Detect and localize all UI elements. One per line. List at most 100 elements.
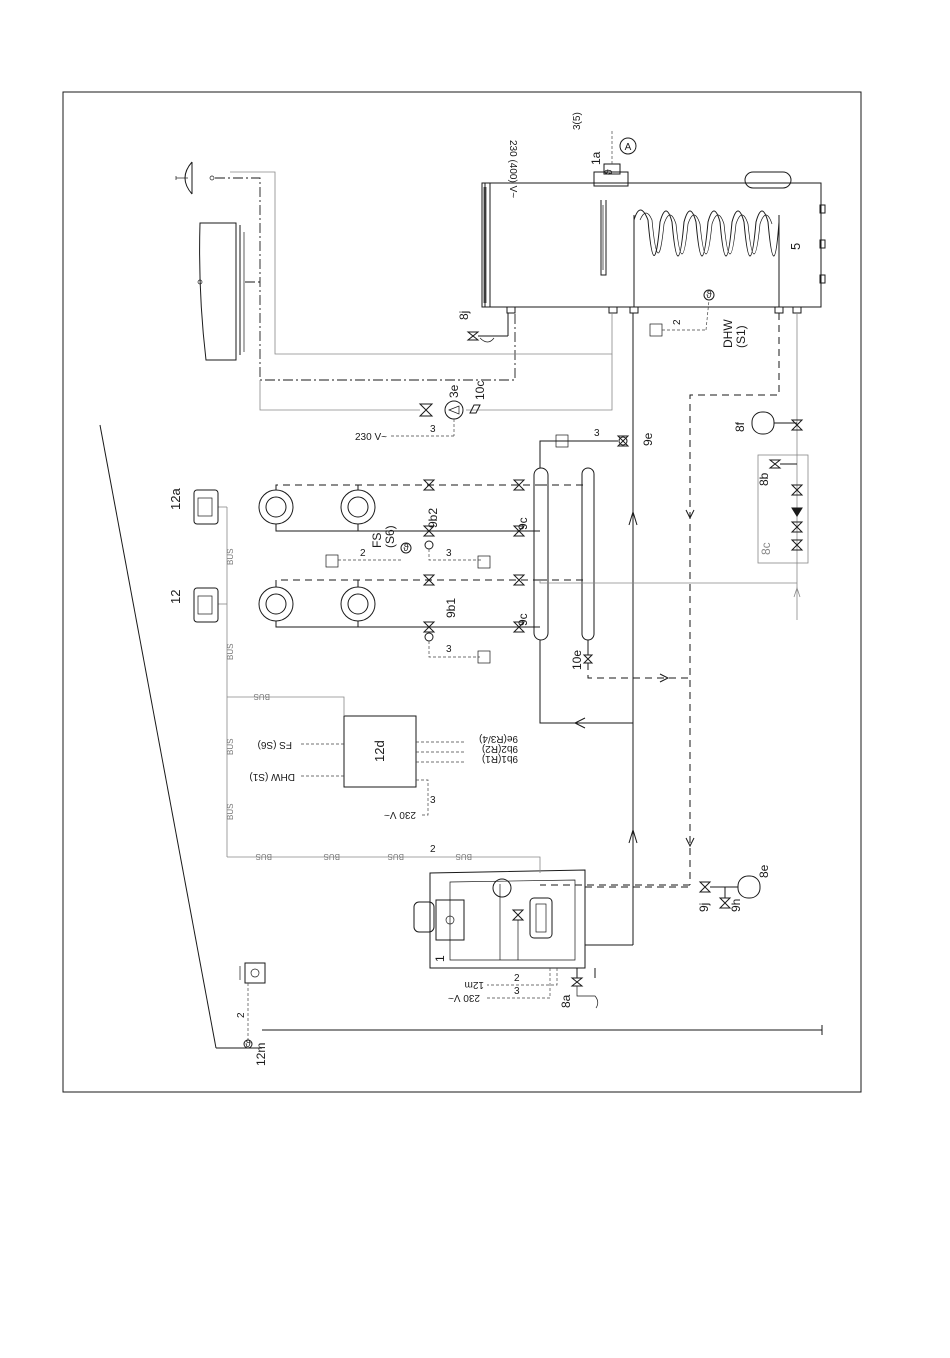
cylinder-label: 5	[788, 243, 803, 250]
dhw-sensor-code: (S1)	[734, 325, 748, 348]
flow-pipe	[540, 640, 633, 723]
outdoor-sensor-label: 12m	[254, 1043, 268, 1066]
cylinder-return	[690, 313, 779, 885]
valve-icon	[420, 404, 432, 416]
circuit2-flow	[276, 524, 540, 531]
inspection-flange	[745, 172, 791, 188]
safety-group-label: 8b	[757, 472, 771, 486]
pump-supply-label: 230 V~	[355, 432, 387, 443]
bus-label: BUS	[226, 804, 235, 820]
washbasin-icon	[176, 162, 214, 194]
fs-label: FS	[370, 533, 384, 548]
heater-wire-count: 3(5)	[572, 112, 583, 130]
module-dhw-label: DHW (S1)	[249, 771, 295, 782]
svg-text:3: 3	[446, 548, 452, 559]
non-return-label: 10c	[473, 381, 487, 400]
bus-label: BUS	[456, 852, 472, 861]
return-to-boiler	[588, 663, 690, 678]
fs-terminal	[326, 555, 338, 567]
valve-9c-lower-label: 9c	[516, 613, 530, 626]
svg-text:2: 2	[430, 844, 436, 855]
circulation-pump: 3e 10c	[420, 381, 487, 419]
dhw-terminal	[650, 324, 662, 336]
svg-text:2: 2	[360, 548, 366, 559]
dhw-sensor-label: DHW	[721, 319, 735, 348]
boiler-supply-label: 230 V~	[448, 992, 480, 1003]
module-out-1: 9e(R3/4)	[479, 733, 518, 744]
svg-text:3: 3	[430, 795, 436, 806]
boiler: 1	[414, 870, 585, 968]
bus-label: BUS	[226, 549, 235, 565]
svg-text:ϑ: ϑ	[604, 169, 615, 175]
non-return-icon	[470, 405, 480, 413]
svg-text:2: 2	[514, 973, 520, 984]
diverter-label: 9e	[641, 432, 655, 446]
heating-vessel-label: 8e	[757, 864, 771, 878]
room-control-12a: 12a	[168, 488, 218, 524]
bus-label: BUS	[226, 644, 235, 660]
safety-valve-label: 8j	[457, 311, 471, 320]
circuit1-flow	[276, 621, 540, 627]
valve-10e-label: 10e	[570, 650, 584, 670]
room-control-12: 12	[168, 588, 218, 622]
bus-label: BUS	[226, 739, 235, 755]
radiator-icon	[341, 587, 375, 621]
svg-text:3: 3	[446, 644, 452, 655]
boiler-pump-icon	[493, 879, 511, 897]
return-header	[582, 468, 594, 640]
mixer-2: 9b2 3	[424, 508, 490, 568]
cylinder: ϑ ϑ 5	[482, 164, 825, 313]
svg-text:2: 2	[236, 1012, 247, 1018]
room-control-2-label: 12a	[168, 488, 183, 510]
valve-icon	[513, 910, 523, 920]
expansion-vessel-heating: 9j 9h 8e	[697, 864, 771, 912]
room-control-1-label: 12	[168, 590, 183, 604]
radiator-group	[259, 490, 375, 621]
mixer-1: 9b1 3	[424, 598, 490, 663]
module-out-3: 9b1(R1)	[482, 753, 518, 764]
radiator-icon	[259, 490, 293, 524]
svg-text:3: 3	[594, 428, 600, 439]
safety-group-icon	[770, 460, 780, 468]
module-label: 12d	[372, 740, 387, 762]
valve-9j-label: 9j	[697, 903, 711, 912]
cold-water-group-label: 8c	[759, 542, 773, 555]
pump-label: 3e	[447, 384, 461, 398]
valve-10e	[584, 655, 592, 663]
safety-valve-cylinder: 8j	[457, 311, 508, 342]
radiator-icon	[341, 490, 375, 524]
marker-a-label: A	[625, 142, 632, 153]
svg-text:ϑ: ϑ	[403, 543, 409, 554]
heater-label: 1a	[589, 151, 603, 165]
hot-water-pipe	[215, 178, 515, 380]
outdoor-sensor: ϑ 2 12m	[236, 963, 268, 1066]
valve-9h-label: 9h	[729, 899, 743, 912]
bus-label: BUS	[256, 852, 272, 861]
module-fs-label: FS (S6)	[258, 739, 292, 750]
svg-text:ϑ: ϑ	[706, 290, 712, 301]
safety-valve-boiler: 8a	[559, 968, 598, 1008]
module-supply-label: 230 V~	[384, 809, 416, 820]
boiler-label: 1	[433, 955, 447, 962]
svg-text:3: 3	[430, 424, 436, 435]
valve-9j-icon	[700, 882, 710, 892]
dhw-vessel-label: 8f	[733, 421, 747, 432]
bus-label: BUS	[388, 852, 404, 861]
flue-icon	[414, 902, 434, 932]
circuit1-return	[276, 580, 540, 587]
valve-9c-upper-label: 9c	[516, 517, 530, 530]
pump-icon	[445, 401, 463, 419]
heater-element	[601, 200, 606, 275]
bus-label: BUS	[254, 692, 270, 701]
svg-text:ϑ: ϑ	[245, 1039, 251, 1050]
bathtub-icon	[198, 223, 244, 360]
heating-coil	[634, 210, 779, 256]
boiler-sensor-label: 12m	[465, 979, 484, 990]
mixer-2-label: 9b2	[426, 508, 440, 528]
cold-water-pipe	[230, 172, 612, 354]
svg-text:3: 3	[514, 986, 520, 997]
circuit2-return	[276, 485, 540, 490]
bus-label: BUS	[324, 852, 340, 861]
heater-supply-label: 230 (400) V~	[507, 140, 518, 198]
